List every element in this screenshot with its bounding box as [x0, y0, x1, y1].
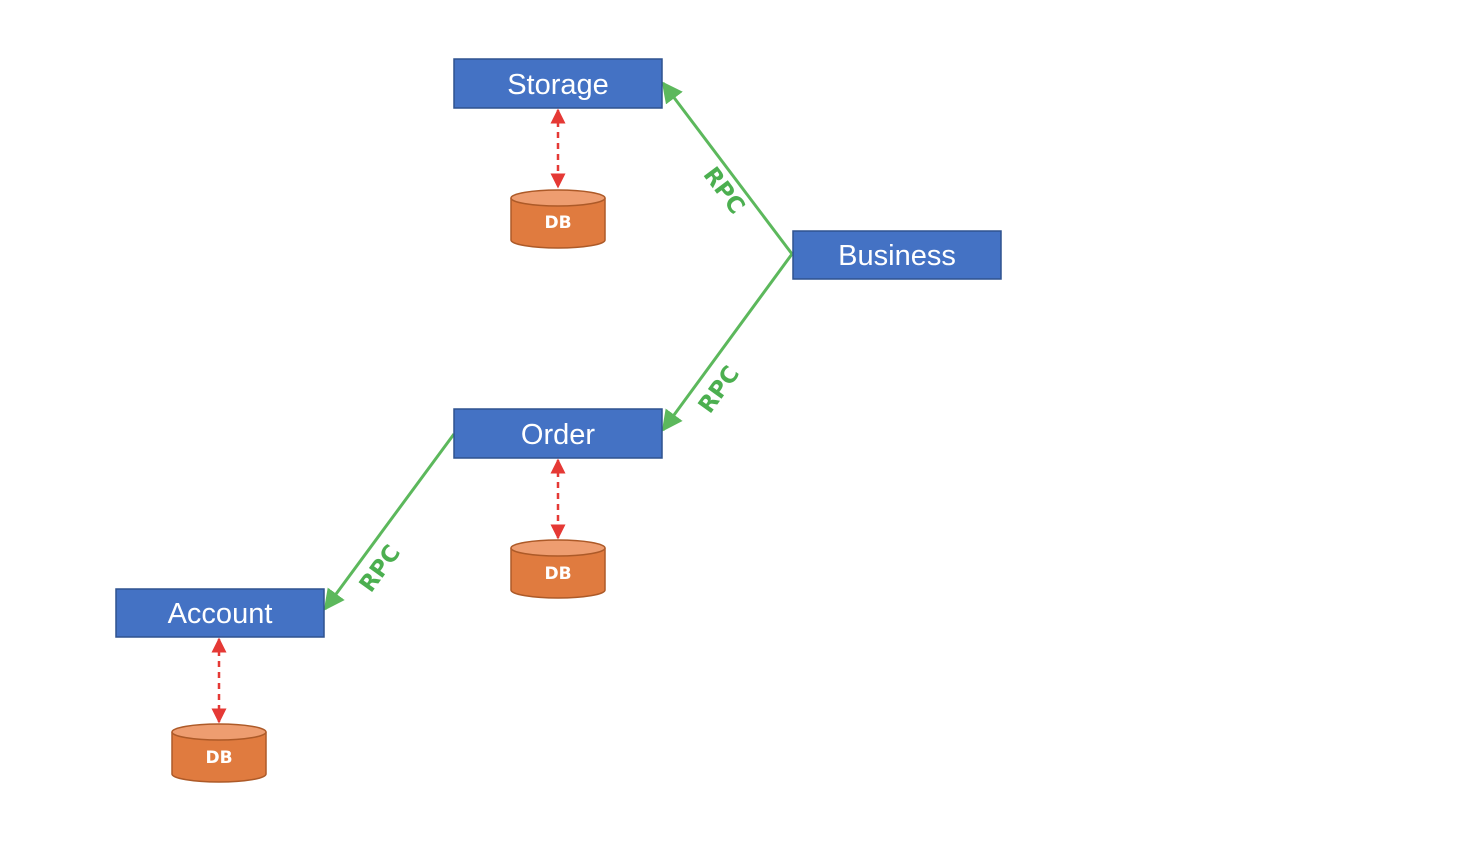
service-label-storage: Storage [507, 69, 609, 101]
service-label-order: Order [521, 419, 595, 451]
database-label-account: DB [205, 748, 232, 768]
rpc-link-business-order: RPC [661, 253, 794, 432]
service-business[interactable]: Business [792, 230, 1002, 280]
service-label-business: Business [838, 240, 956, 272]
service-order[interactable]: Order [453, 408, 663, 459]
database-label-order: DB [544, 564, 571, 584]
database-label-storage: DB [544, 213, 571, 233]
service-label-account: Account [168, 598, 273, 630]
rpc-label-order-account: RPC [355, 540, 406, 597]
database-storage[interactable]: DB [510, 189, 606, 249]
rpc-link-business-storage: RPC [661, 81, 794, 255]
service-account[interactable]: Account [115, 588, 325, 638]
database-order[interactable]: DB [510, 539, 606, 599]
database-account[interactable]: DB [171, 723, 267, 783]
service-storage[interactable]: Storage [453, 58, 663, 109]
rpc-link-order-account: RPC [323, 433, 456, 611]
rpc-label-business-order: RPC [694, 361, 745, 418]
rpc-label-business-storage: RPC [698, 162, 750, 219]
